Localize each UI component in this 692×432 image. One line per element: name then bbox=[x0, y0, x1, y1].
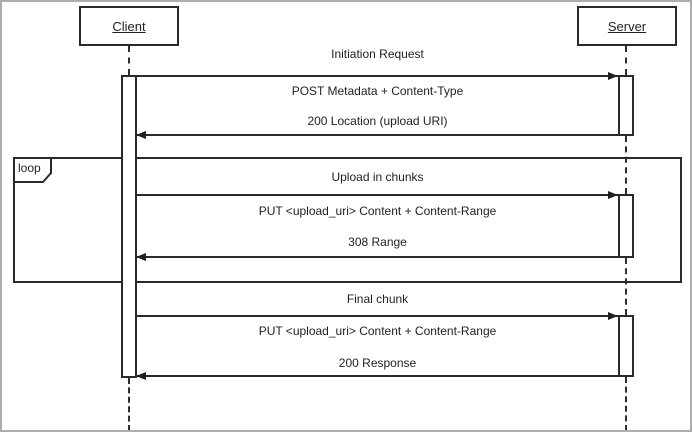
response-arrow-line bbox=[136, 256, 619, 258]
response-message: 200 Response bbox=[338, 356, 417, 370]
actor-server-box: Server bbox=[577, 6, 677, 46]
server-lifeline bbox=[625, 377, 627, 430]
client-lifeline bbox=[128, 46, 130, 75]
message-title: Initiation Request bbox=[331, 47, 424, 61]
request-message: PUT <upload_uri> Content + Content-Range bbox=[258, 204, 497, 218]
response-message: 200 Location (upload URI) bbox=[307, 114, 448, 128]
actor-client-label: Client bbox=[112, 18, 146, 34]
server-lifeline bbox=[625, 136, 627, 194]
message-title: Final chunk bbox=[346, 292, 409, 306]
arrowhead-left-icon bbox=[136, 253, 146, 261]
loop-operator-label: loop bbox=[18, 161, 41, 175]
loop-fragment-frame bbox=[13, 157, 682, 283]
actor-server-label: Server bbox=[607, 18, 647, 34]
response-message: 308 Range bbox=[348, 235, 407, 249]
arrowhead-left-icon bbox=[136, 372, 146, 380]
server-lifeline bbox=[625, 258, 627, 315]
request-arrow-line bbox=[136, 75, 619, 77]
client-activation-bar bbox=[121, 75, 137, 378]
response-arrow-line bbox=[136, 134, 619, 136]
arrowhead-left-icon bbox=[136, 131, 146, 139]
actor-client-box: Client bbox=[79, 6, 179, 46]
server-activation-bar bbox=[618, 315, 634, 377]
client-lifeline bbox=[128, 378, 130, 430]
loop-operator-tag: loop bbox=[13, 157, 53, 184]
request-message: PUT <upload_uri> Content + Content-Range bbox=[258, 324, 497, 338]
arrowhead-right-icon bbox=[608, 312, 618, 320]
message-title: Upload in chunks bbox=[331, 170, 424, 184]
request-message: POST Metadata + Content-Type bbox=[291, 84, 464, 98]
loop-pentagon-icon bbox=[13, 157, 52, 183]
request-arrow-line bbox=[136, 315, 619, 317]
arrowhead-right-icon bbox=[608, 72, 618, 80]
server-activation-bar bbox=[618, 194, 634, 258]
request-arrow-line bbox=[136, 194, 619, 196]
arrowhead-right-icon bbox=[608, 191, 618, 199]
server-lifeline bbox=[625, 46, 627, 75]
response-arrow-line bbox=[136, 375, 619, 377]
server-activation-bar bbox=[618, 75, 634, 136]
